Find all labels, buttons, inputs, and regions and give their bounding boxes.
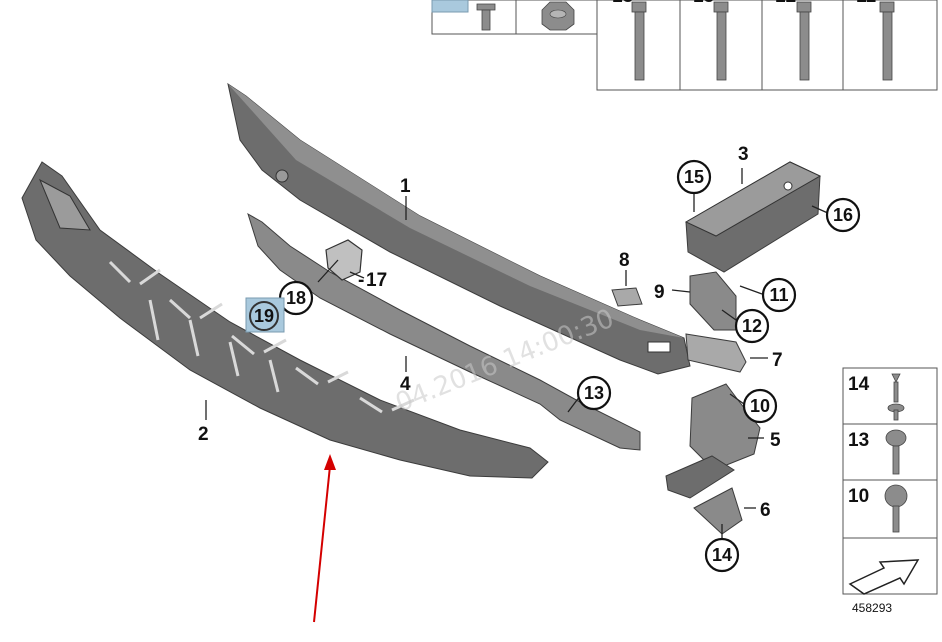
label-4: 4 <box>400 374 411 395</box>
bolt-icon <box>879 1 895 81</box>
bolt-icon <box>796 1 812 81</box>
label-8: 8 <box>619 250 630 271</box>
catalog-number: 458293 <box>852 601 892 615</box>
callout-10: 10 <box>742 388 778 424</box>
svg-text:15: 15 <box>684 167 704 187</box>
svg-text:-: - <box>358 270 364 291</box>
label-5: 5 <box>770 430 781 451</box>
svg-text:19: 19 <box>254 306 274 326</box>
bolt-icon <box>631 1 647 81</box>
rivet-icon <box>887 373 905 421</box>
callout-14-bottom: 14 <box>704 537 740 573</box>
callout-15: 15 <box>676 159 712 195</box>
part-5-bracket <box>665 383 761 499</box>
callout-13: 13 <box>576 375 612 411</box>
svg-text:16: 16 <box>833 205 853 225</box>
label-7: 7 <box>772 350 783 371</box>
label-6: 6 <box>760 500 771 521</box>
svg-text:18: 18 <box>286 288 306 308</box>
fastener-legend: 14 13 10 458293 <box>842 367 938 615</box>
hex-nut-icon <box>541 1 575 31</box>
part-8-clip <box>611 287 643 307</box>
part-6-pad <box>693 487 743 535</box>
part-4-absorber <box>247 212 641 451</box>
svg-text:13: 13 <box>584 383 604 403</box>
svg-text:12: 12 <box>742 316 762 336</box>
legend-item-14: 14 <box>848 374 870 395</box>
top-fastener-strip: 13 15 12 11 <box>431 0 938 91</box>
direction-arrow-icon <box>848 559 920 595</box>
torx-screw-icon <box>884 484 908 533</box>
label-2: 2 <box>198 424 209 445</box>
label-1: 1 <box>400 176 411 197</box>
callout-19-highlighted[interactable]: 19 <box>245 297 285 333</box>
part-9-bracket <box>689 271 737 331</box>
bolt-icon <box>713 1 729 81</box>
label-3: 3 <box>738 144 749 165</box>
top-strip-label-b: 15 <box>693 0 715 7</box>
legend-item-13: 13 <box>848 430 869 451</box>
label-17: 17 <box>366 270 387 291</box>
part-2-lattice <box>21 161 549 479</box>
callout-16: 16 <box>825 197 861 233</box>
top-strip-label-a: 13 <box>612 0 633 7</box>
flange-screw-icon <box>885 429 907 475</box>
part-labels: 1 2 3 4 5 6 7 8 9 17 - <box>198 144 783 521</box>
svg-text:10: 10 <box>750 396 770 416</box>
svg-text:14: 14 <box>712 545 732 565</box>
part-3-bracket <box>684 161 822 273</box>
part-1-carrier-beam <box>227 82 691 375</box>
svg-text:11: 11 <box>769 285 788 305</box>
legend-item-10: 10 <box>848 486 869 507</box>
part-7-plate <box>685 333 747 373</box>
callout-18: 18 <box>278 280 314 316</box>
leader-lines <box>205 168 831 540</box>
small-screw-icon <box>476 3 496 31</box>
top-strip-label-c: 12 <box>775 0 796 7</box>
red-annotation-arrow <box>313 454 336 623</box>
label-9: 9 <box>654 282 665 303</box>
callout-12: 12 <box>734 308 770 344</box>
callout-11: 11 <box>761 277 797 313</box>
top-strip-label-d: 11 <box>856 0 877 7</box>
